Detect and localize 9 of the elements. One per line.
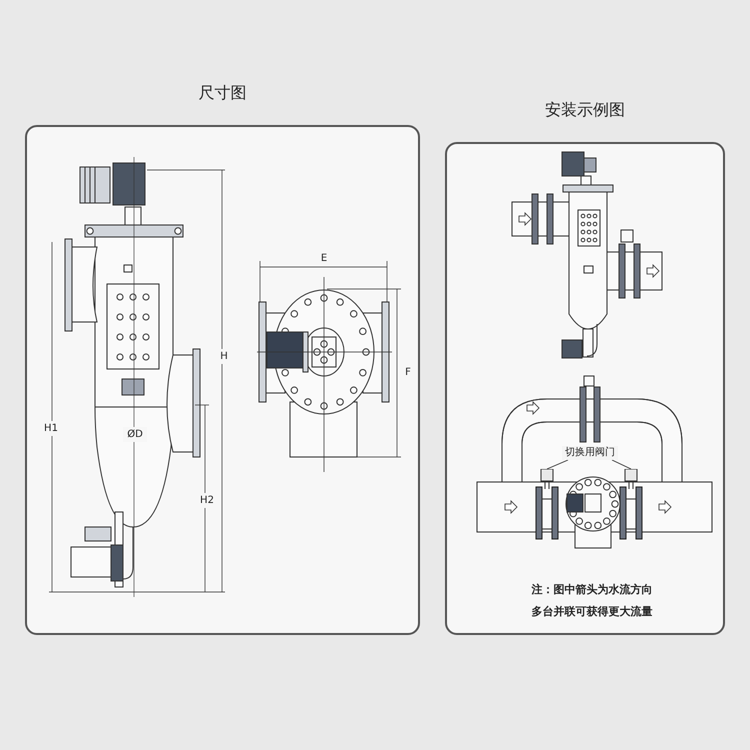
valve-drawing [535,469,559,541]
panel-heading: 尺寸图 [198,82,248,104]
valve-drawing [619,469,643,541]
leader-line [546,460,568,470]
note-text: 注：图中箭头为水流方向 [530,582,654,598]
leader-line [612,460,632,470]
panel-heading: 安装示例图 [544,99,626,121]
callout-label: 切换用阀门 [562,446,618,460]
note-text: 多台并联可获得更大流量 [530,604,654,620]
